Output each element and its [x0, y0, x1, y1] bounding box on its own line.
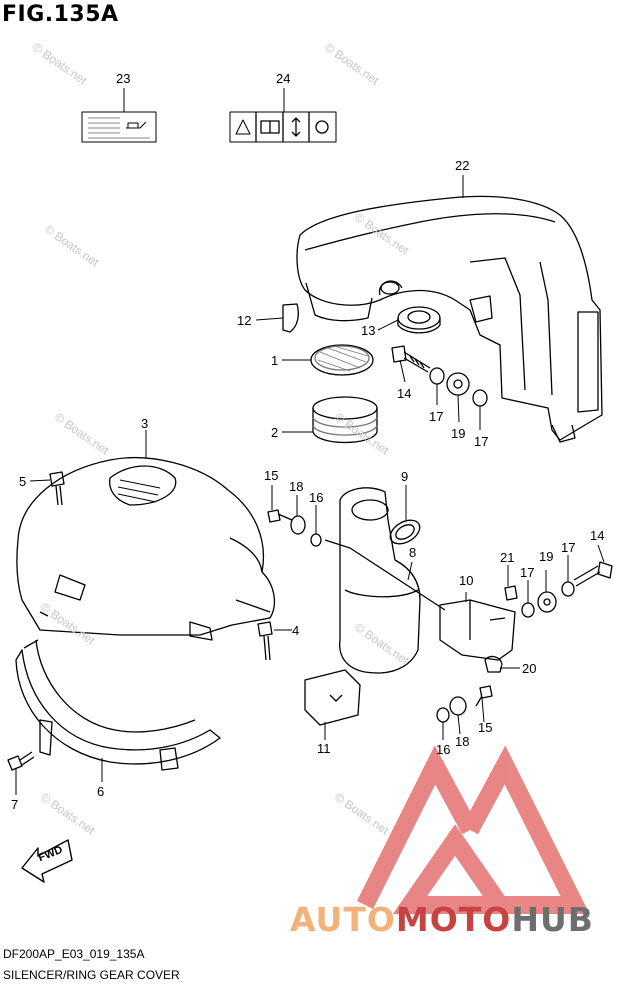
callout-17[interactable]: 17 — [429, 409, 444, 424]
bushing-18-lower[interactable] — [449, 696, 467, 716]
bolt-15-lower[interactable] — [475, 685, 493, 707]
brand-logo-icon — [356, 745, 590, 914]
callout-16[interactable]: 16 — [436, 742, 451, 757]
callout-19[interactable]: 19 — [451, 426, 466, 441]
callout-24[interactable]: 24 — [276, 71, 291, 86]
bushing-upper[interactable] — [446, 372, 470, 396]
brand-part-hub: HUB — [511, 900, 594, 939]
bolt-right[interactable] — [573, 561, 613, 587]
clip-lower[interactable] — [484, 655, 503, 673]
callout-15[interactable]: 15 — [478, 720, 493, 735]
clip[interactable] — [282, 303, 299, 333]
callout-14[interactable]: 14 — [397, 386, 412, 401]
bushing-right[interactable] — [537, 591, 557, 613]
nut-21[interactable] — [504, 585, 518, 601]
bracket-left[interactable] — [304, 669, 361, 726]
callout-1[interactable]: 1 — [271, 353, 279, 368]
callout-17[interactable]: 17 — [474, 434, 489, 449]
bolt-15-upper[interactable] — [267, 509, 293, 523]
label-decal-warning[interactable] — [229, 111, 337, 143]
callout-8[interactable]: 8 — [409, 545, 417, 560]
washer-16-lower[interactable] — [436, 707, 450, 723]
callout-7[interactable]: 7 — [11, 797, 19, 812]
ring-gear-cover[interactable] — [16, 457, 276, 641]
callout-16[interactable]: 16 — [309, 490, 324, 505]
diagram-code: DF200AP_E03_019_135A — [3, 947, 145, 961]
callout-18[interactable]: 18 — [455, 734, 470, 749]
callout-9[interactable]: 9 — [401, 469, 409, 484]
washer-right-outer[interactable] — [561, 581, 575, 597]
callout-14[interactable]: 14 — [590, 528, 605, 543]
callout-17[interactable]: 17 — [561, 540, 576, 555]
brand-wordmark: AUTOMOTOHUB — [290, 900, 594, 939]
callout-23[interactable]: 23 — [116, 71, 131, 86]
brand-part-moto: MOTO — [395, 900, 512, 939]
bolt-4[interactable] — [257, 621, 273, 661]
figure-title: FIG.135A — [2, 2, 119, 27]
callout-19[interactable]: 19 — [539, 549, 554, 564]
grommet[interactable] — [397, 306, 441, 334]
washer-right-inner[interactable] — [521, 602, 535, 618]
screen[interactable] — [310, 344, 374, 376]
brand-part-auto: AUTO — [290, 900, 396, 939]
bracket-right[interactable] — [324, 539, 516, 661]
callout-12[interactable]: 12 — [237, 313, 252, 328]
callout-11[interactable]: 11 — [317, 741, 331, 756]
callout-2[interactable]: 2 — [271, 425, 279, 440]
bolt-7[interactable] — [7, 751, 35, 771]
seal-ring[interactable] — [312, 396, 378, 444]
leader-lines — [15, 88, 605, 795]
washer-16-upper[interactable] — [310, 533, 322, 547]
washer-upper-right[interactable] — [472, 389, 488, 407]
callout-18[interactable]: 18 — [289, 479, 304, 494]
callout-5[interactable]: 5 — [19, 474, 27, 489]
pipe-ring[interactable] — [386, 515, 424, 548]
bolt-5[interactable] — [49, 471, 65, 506]
silencer-pipe[interactable] — [339, 487, 421, 674]
callout-3[interactable]: 3 — [141, 416, 149, 431]
washer-upper-left[interactable] — [429, 367, 445, 385]
callout-20[interactable]: 20 — [522, 661, 537, 676]
callout-21[interactable]: 21 — [500, 550, 515, 565]
bolt-upper[interactable] — [391, 345, 431, 373]
label-decal-oil[interactable] — [81, 111, 157, 143]
callout-22[interactable]: 22 — [455, 158, 470, 173]
callout-6[interactable]: 6 — [97, 784, 105, 799]
silencer-case[interactable] — [296, 195, 603, 443]
callout-15[interactable]: 15 — [264, 468, 279, 483]
diagram-caption: SILENCER/RING GEAR COVER — [3, 968, 180, 982]
callout-10[interactable]: 10 — [459, 573, 474, 588]
callout-17[interactable]: 17 — [520, 565, 535, 580]
callout-4[interactable]: 4 — [292, 623, 300, 638]
bushing-18-upper[interactable] — [290, 515, 306, 535]
ring-gear-cover-lower[interactable] — [15, 639, 221, 771]
callout-13[interactable]: 13 — [361, 323, 376, 338]
fwd-arrow-icon — [21, 839, 73, 883]
